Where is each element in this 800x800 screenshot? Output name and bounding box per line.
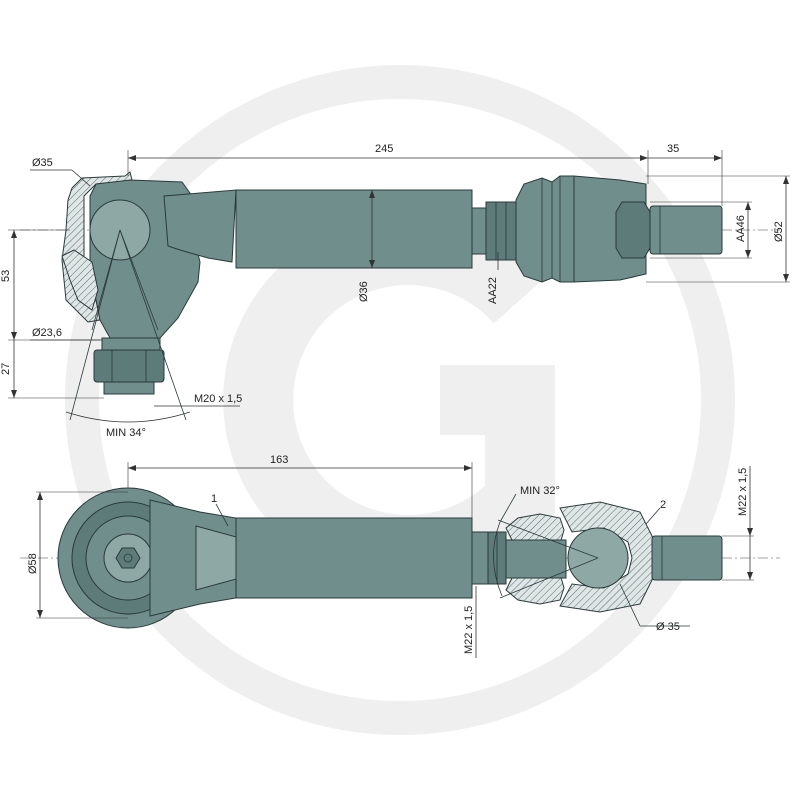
- top-boot: [61, 249, 99, 311]
- bottom-dim-angle: MIN 32°: [520, 485, 560, 497]
- top-dim-hex-large: AA46: [735, 215, 747, 242]
- top-tube: [235, 189, 473, 269]
- bottom-dim-thread-right: M22 x 1,5: [737, 468, 749, 516]
- top-dim-hex: AA22: [487, 277, 499, 304]
- top-dim-neck: Ø23,6: [32, 327, 62, 339]
- bottom-label-2: 2: [660, 499, 666, 511]
- top-tube-neck: [471, 207, 487, 255]
- bottom-dim-163: 163: [270, 454, 288, 466]
- bottom-view: 163 Ø58 1 MIN 32° 2 M22 x 1,5 M22 x 1,5 …: [20, 454, 780, 658]
- top-dim-thread: M20 x 1,5: [194, 393, 242, 405]
- top-dim-tube: Ø36: [358, 281, 370, 302]
- bottom-tube: [235, 517, 473, 599]
- bottom-dim-ball: Ø 35: [656, 621, 680, 633]
- bottom-tube-neck: [471, 531, 489, 585]
- bottom-dim-eye: Ø58: [27, 553, 39, 574]
- top-dim-53: 53: [0, 270, 12, 282]
- top-stud-thread: [103, 381, 155, 395]
- top-nut: [93, 349, 165, 383]
- bottom-thread-end: [651, 535, 723, 581]
- top-dim-35: 35: [667, 143, 679, 155]
- bottom-stud: [505, 539, 567, 579]
- top-dim-ball: Ø35: [32, 157, 53, 169]
- bottom-label-1: 1: [211, 493, 217, 505]
- top-view: 245 35 Ø35 53 Ø23,6 27 M20 x 1,5 MIN 34°: [0, 143, 790, 439]
- top-dim-angle: MIN 34°: [106, 427, 146, 439]
- top-thread-end: [649, 205, 723, 255]
- watermark-logo: [65, 65, 735, 735]
- top-bellows: [515, 175, 575, 283]
- top-dim-outer: Ø52: [773, 221, 785, 242]
- top-dim-245: 245: [375, 143, 393, 155]
- top-dim-27: 27: [0, 363, 12, 375]
- top-hex-small: [485, 201, 517, 261]
- bottom-dim-thread-left: M22 x 1,5: [463, 606, 475, 654]
- bottom-eye-hex: [115, 547, 141, 569]
- top-hex-large: [615, 201, 651, 259]
